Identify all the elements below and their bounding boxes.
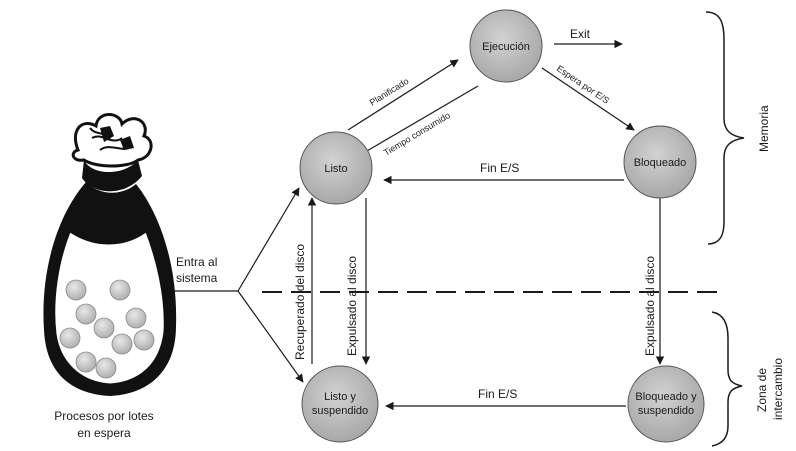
process-ball (93, 317, 115, 339)
process-ball (125, 307, 147, 329)
process-ball (111, 333, 133, 355)
process-ball (65, 279, 87, 301)
recuperado-label: Recuperado del disco (293, 244, 307, 360)
node-bloqueado-suspendido-line1: Bloqueado y (635, 391, 697, 403)
process-ball (95, 357, 117, 379)
fin-es-bottom-label: Fin E/S (478, 387, 517, 401)
entry-to-listo-suspendido-arrow (237, 290, 304, 383)
espera-es-label: Espera por E/S (555, 63, 611, 105)
batch-bag-icon (43, 113, 177, 396)
tiempo-consumido-arrow (359, 85, 479, 156)
espera-es-arrow (541, 67, 635, 131)
entry-to-listo-arrow (237, 187, 300, 292)
fin-es-top-label: Fin E/S (480, 161, 519, 175)
process-ball (75, 303, 97, 325)
entry-label-line2: sistema (176, 271, 218, 285)
zona-label-line1: Zona de (755, 368, 769, 412)
planificado-arrow (347, 59, 459, 131)
batch-process-balls (59, 279, 155, 379)
node-ejecucion-label: Ejecución (482, 41, 530, 53)
zona-brace (711, 311, 743, 447)
node-bloqueado-suspendido-line2: suspendido (638, 405, 694, 417)
process-ball (133, 329, 155, 351)
node-listo-suspendido-line2: suspendido (312, 405, 368, 417)
process-ball (75, 351, 97, 373)
expulsado-left-label: Expulsado al disco (345, 256, 359, 356)
zona-label-line2: intercambio (771, 358, 785, 420)
entry-label-line1: Entra al (176, 255, 217, 269)
process-ball (59, 327, 81, 349)
node-listo-label: Listo (324, 163, 347, 175)
node-bloqueado-suspendido: Bloqueado y suspendido (627, 365, 705, 443)
node-listo-suspendido: Listo y suspendido (301, 365, 379, 443)
bag-caption-line2: en espera (77, 426, 131, 440)
exit-label: Exit (570, 27, 591, 41)
bag-caption-line1: Procesos por lotes (54, 409, 153, 423)
node-listo: Listo (299, 131, 373, 205)
memoria-brace (705, 11, 745, 245)
expulsado-right-label: Expulsado al disco (643, 256, 657, 356)
node-ejecucion: Ejecución (469, 9, 543, 83)
node-listo-suspendido-line1: Listo y (324, 391, 356, 403)
node-bloqueado: Bloqueado (623, 125, 697, 199)
tiempo-consumido-label: Tiempo consumido (382, 110, 452, 158)
planificado-label: Planificado (368, 76, 411, 108)
node-bloqueado-label: Bloqueado (634, 157, 687, 169)
process-ball (109, 279, 131, 301)
memoria-label: Memoria (757, 105, 771, 152)
